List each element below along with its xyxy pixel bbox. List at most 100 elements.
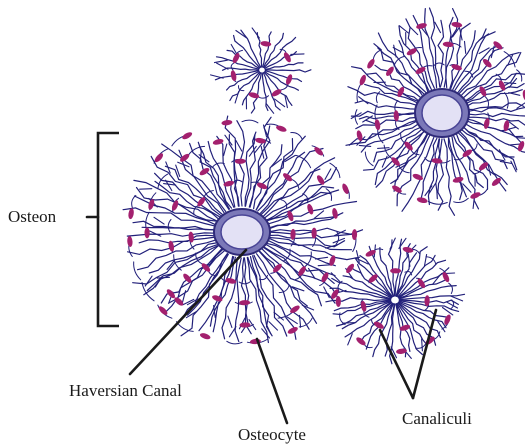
osteocyte-cell — [517, 140, 525, 152]
osteocyte-cell — [128, 208, 135, 220]
canaliculus-line — [428, 202, 447, 205]
canaliculus-line — [318, 265, 330, 266]
canaliculi-label: Canaliculi — [402, 409, 472, 428]
canaliculus-line — [227, 50, 259, 68]
osteocyte-cell — [287, 326, 299, 336]
canaliculus-line — [291, 54, 304, 55]
canaliculus-line — [359, 145, 370, 146]
canaliculus-line — [365, 152, 373, 166]
canaliculus-line — [242, 258, 248, 333]
osteocyte-cell — [144, 227, 149, 238]
canaliculus-line — [253, 256, 287, 336]
canaliculus-line — [500, 161, 511, 163]
canaliculus-line — [466, 90, 522, 107]
osteon-bracket — [98, 133, 119, 326]
canaliculus-line — [378, 148, 389, 149]
canaliculus-line — [224, 144, 227, 156]
osteocyte-cell — [313, 146, 325, 157]
haversian-canal-leader — [130, 250, 246, 374]
canaliculus-line — [316, 257, 328, 259]
canaliculus-line — [228, 316, 232, 327]
canaliculus-line — [265, 63, 303, 70]
canaliculus-line — [324, 287, 330, 298]
osteocyte-cell — [393, 110, 399, 121]
canaliculus-line — [242, 120, 258, 123]
canaliculus-line — [355, 110, 357, 125]
canaliculus-line — [358, 265, 363, 276]
canaliculus-line — [336, 232, 339, 244]
canaliculus-line — [236, 141, 242, 152]
canaliculus-line — [343, 276, 391, 298]
canaliculus-line — [509, 144, 520, 145]
canaliculus-line — [467, 103, 524, 110]
canaliculus-line — [291, 133, 302, 139]
canaliculus-line — [517, 70, 522, 81]
canaliculus-line — [134, 262, 141, 280]
canaliculus-line — [399, 238, 406, 248]
osteocyte-cell — [336, 296, 342, 307]
canaliculus-line — [455, 32, 495, 91]
canaliculus-line — [465, 41, 466, 53]
osteocyte-cell — [443, 314, 452, 326]
canaliculus-line — [236, 31, 247, 38]
canaliculus-line — [454, 198, 469, 202]
canaliculus-line — [225, 135, 232, 145]
canaliculi-network — [123, 8, 525, 364]
canaliculus-line — [364, 129, 423, 170]
canaliculus-line — [251, 257, 273, 336]
canaliculus-line — [435, 22, 441, 32]
canaliculus-line — [257, 254, 310, 330]
canaliculus-line — [485, 97, 489, 109]
canaliculus-line — [509, 93, 520, 96]
canaliculus-line — [264, 33, 284, 67]
canaliculus-line — [154, 217, 164, 224]
osteocyte-cell — [374, 119, 381, 131]
canaliculus-line — [132, 195, 136, 207]
canaliculus-line — [227, 341, 242, 344]
osteocyte-cell — [390, 268, 401, 273]
osteocyte-cell — [285, 73, 294, 85]
canaliculus-line — [269, 322, 278, 331]
canaliculus-line — [265, 72, 299, 91]
canaliculus-line — [467, 107, 525, 112]
osteocyte-leader — [257, 339, 287, 423]
canaliculus-line — [359, 97, 368, 104]
canaliculus-line — [449, 283, 453, 293]
osteocyte-cell — [198, 167, 210, 177]
canaliculus-line — [302, 305, 313, 310]
canaliculus-line — [314, 211, 323, 219]
osteocyte-cell — [452, 176, 464, 184]
canaliculus-line — [504, 83, 515, 84]
canaliculus-line — [365, 84, 419, 104]
osteocyte-label: Osteocyte — [238, 425, 306, 444]
canaliculus-line — [211, 75, 224, 78]
osteocyte-cell — [230, 70, 237, 82]
canaliculus-line — [373, 50, 381, 60]
canaliculus-line — [398, 260, 445, 297]
osteocyte-cell — [482, 58, 494, 69]
osteon-label: Osteon — [8, 207, 57, 226]
canaliculus-line — [234, 36, 260, 68]
osteocyte-cell — [416, 196, 428, 204]
canaliculus-line — [351, 111, 417, 116]
osteocyte-cell — [352, 229, 357, 240]
canaliculus-line — [355, 101, 418, 110]
canaliculus-line — [215, 60, 228, 62]
canaliculus-line — [325, 169, 331, 180]
canaliculus-line — [157, 277, 169, 278]
canaliculi-leader-left — [380, 330, 413, 398]
canaliculus-line — [382, 156, 387, 167]
canaliculus-line — [235, 92, 239, 104]
canaliculus-line — [399, 294, 464, 299]
canaliculus-line — [217, 63, 228, 69]
canaliculus-line — [326, 189, 331, 201]
canaliculus-line — [390, 238, 395, 249]
canaliculus-line — [265, 70, 311, 72]
canaliculus-line — [399, 26, 408, 33]
osteocyte-cell — [221, 119, 233, 126]
canaliculus-line — [467, 113, 525, 116]
canaliculus-line — [416, 343, 426, 348]
canaliculus-line — [444, 139, 455, 215]
canaliculus-line — [260, 149, 323, 214]
